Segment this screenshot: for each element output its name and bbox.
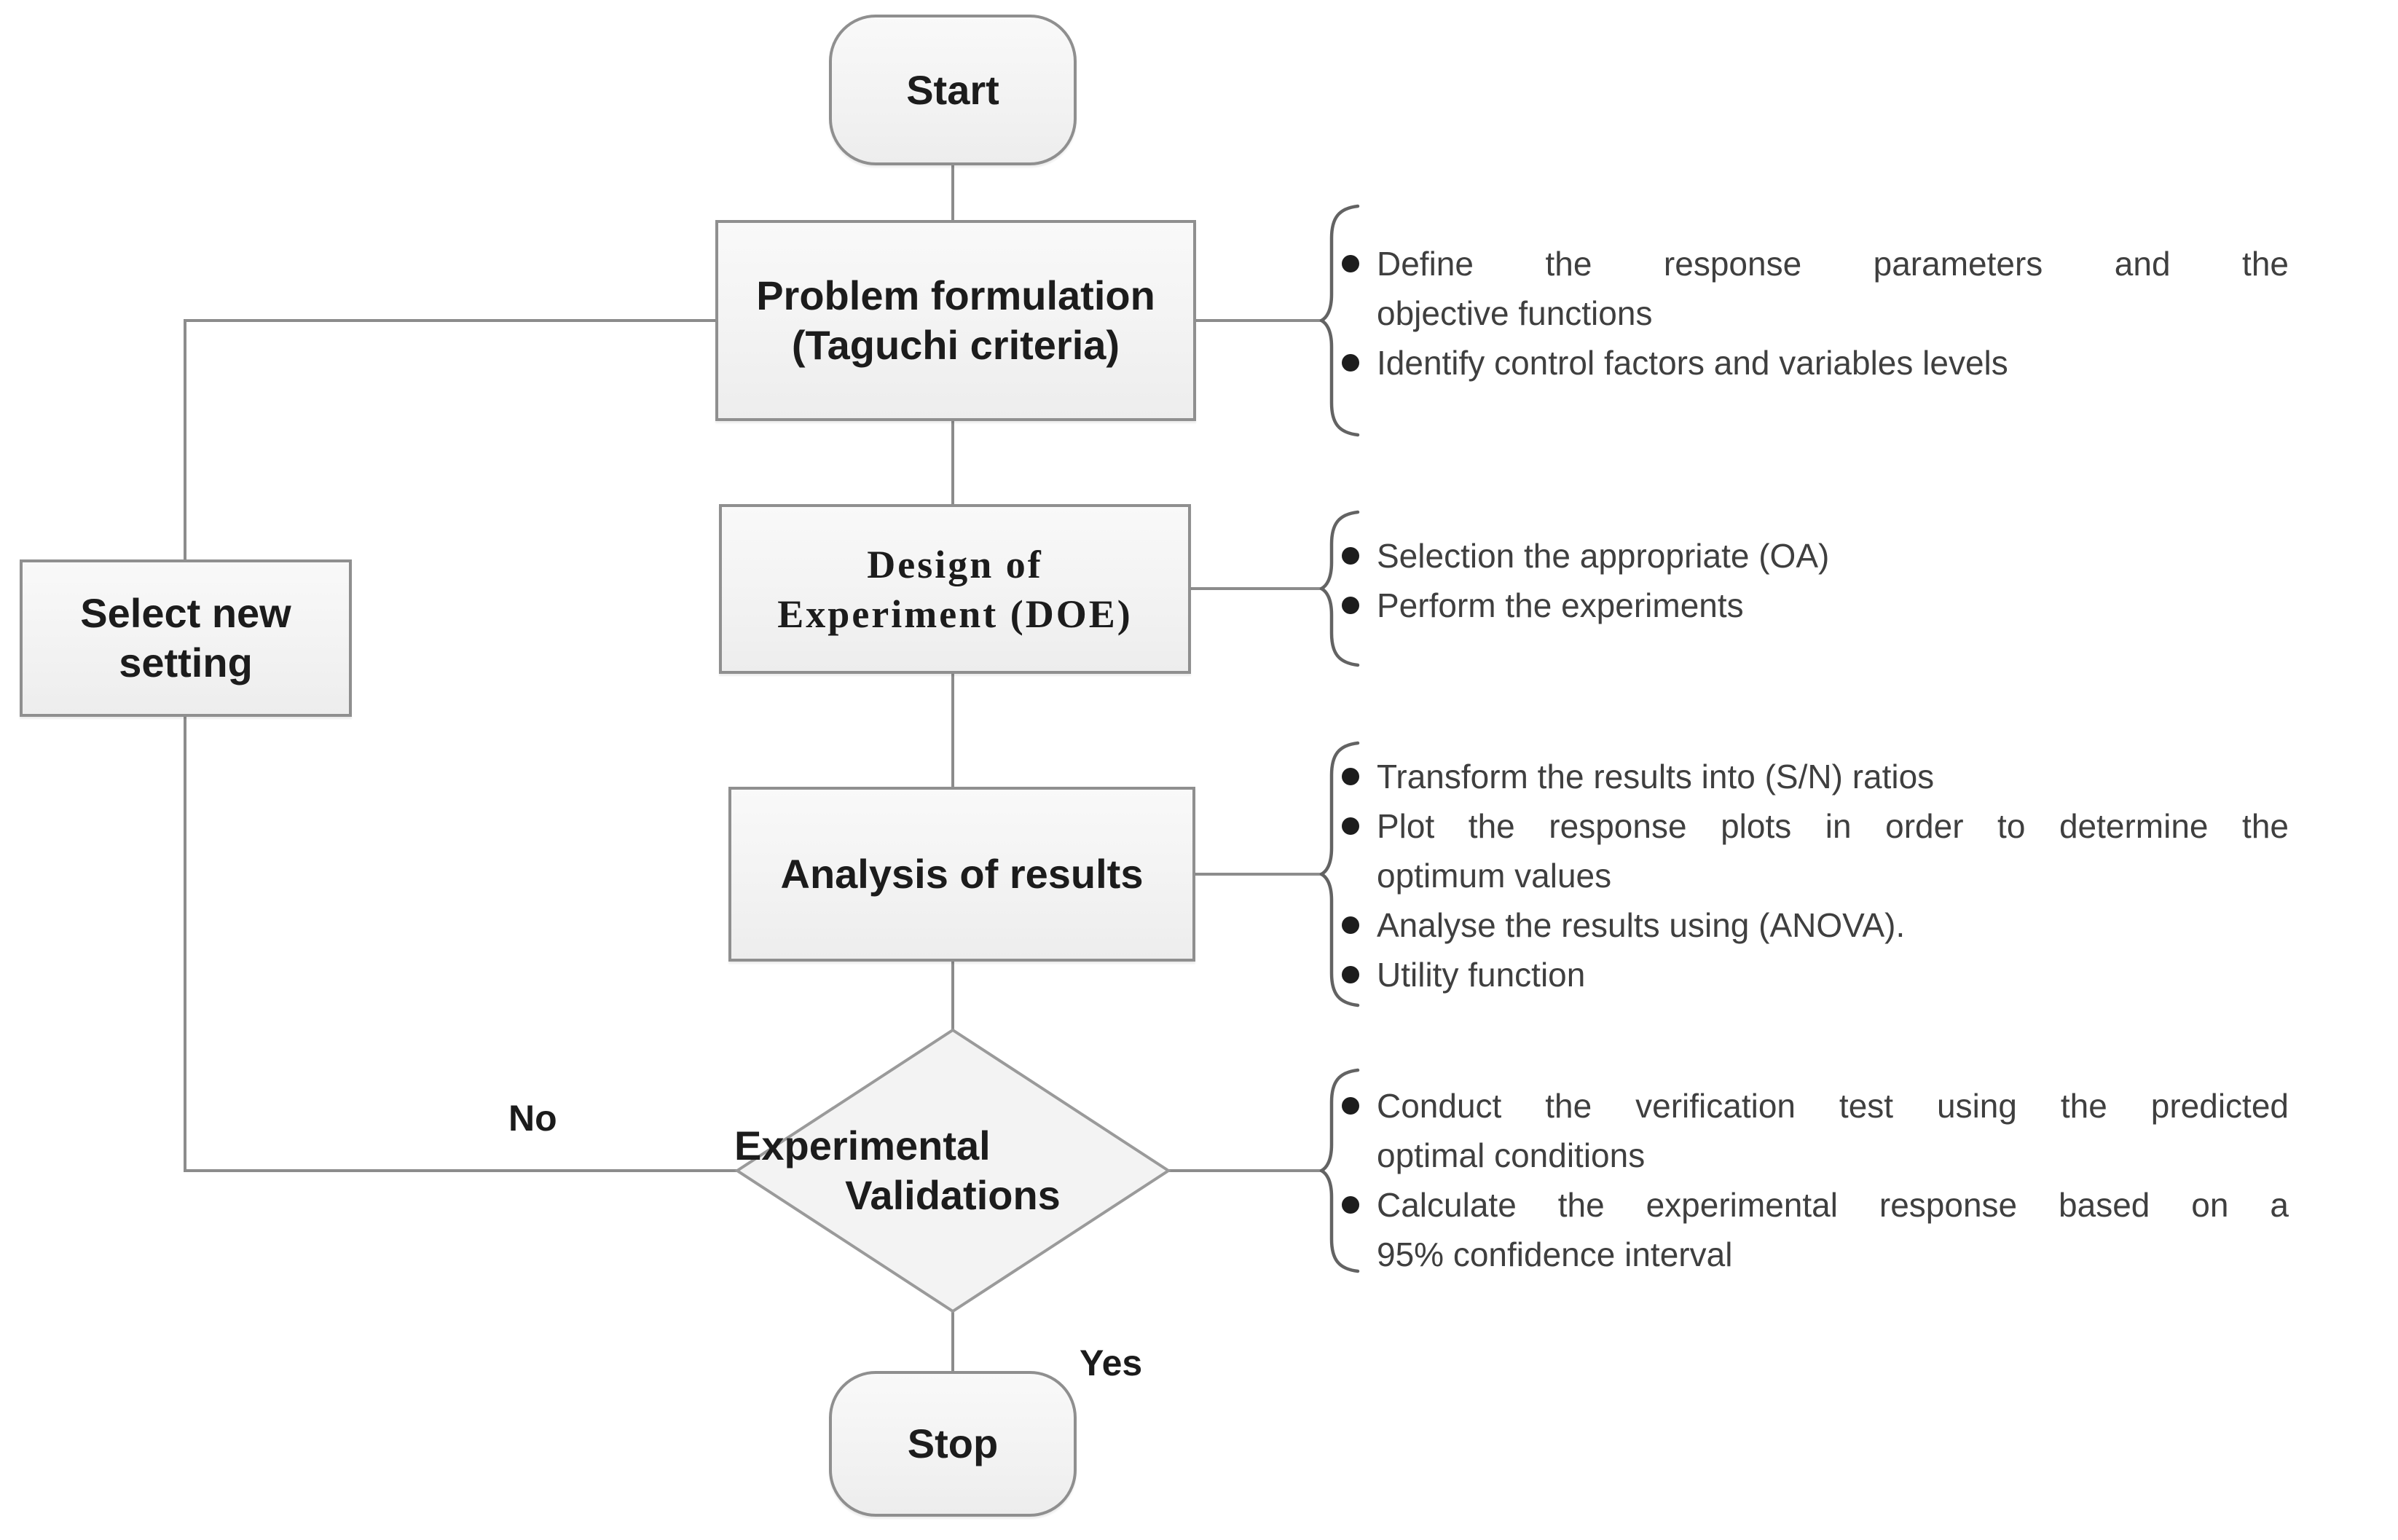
bullet-icon [1342, 817, 1359, 835]
node-select-new-setting-line2: setting [119, 640, 253, 685]
annotation-text-line: Transform the results into (S/N) ratios [1377, 758, 1935, 795]
bullet-icon [1342, 916, 1359, 934]
annotation-text-line: Define the response parameters and the [1377, 245, 2289, 283]
annotation-text-line: Perform the experiments [1377, 586, 1744, 624]
node-analysis-of-results-label: Analysis of results [780, 851, 1144, 897]
annotation-problem-formulation: Define the response parameters and the o… [1337, 239, 2289, 388]
node-design-of-experiment: Design of Experiment (DOE) [719, 504, 1191, 674]
annotation-bullet-item: Selection the appropriate (OA) [1337, 531, 2289, 581]
annotation-text-line: objective functions [1377, 294, 1653, 332]
annotation-bullet-item: Conduct the verification test using the … [1337, 1081, 2289, 1180]
node-design-of-experiment-line2: Experiment (DOE) [777, 592, 1133, 636]
brace-analysis [1319, 741, 1360, 1007]
node-experimental-validations-label: Experimental Validations [734, 1121, 1171, 1220]
node-problem-formulation: Problem formulation (Taguchi criteria) [715, 220, 1196, 421]
bullet-icon [1342, 354, 1359, 372]
annotation-text-line: optimum values [1377, 857, 1612, 895]
annotation-bullet-item: Define the response parameters and the o… [1337, 239, 2289, 338]
node-start: Start [829, 15, 1077, 165]
annotation-bullet-item: Plot the response plots in order to dete… [1337, 801, 2289, 900]
brace-problem [1319, 204, 1360, 437]
bullet-icon [1342, 597, 1359, 614]
node-analysis-of-results: Analysis of results [728, 787, 1195, 962]
node-design-of-experiment-line1: Design of [867, 542, 1043, 586]
annotation-text-line: Analyse the results using (ANOVA). [1377, 906, 1906, 944]
annotation-bullet-item: Identify control factors and variables l… [1337, 338, 2289, 388]
annotation-bullet-item: Analyse the results using (ANOVA). [1337, 900, 2289, 950]
annotation-text-line: Identify control factors and variables l… [1377, 344, 2008, 382]
decision-diamond-shape [734, 1028, 1171, 1313]
node-problem-formulation-line2: (Taguchi criteria) [791, 322, 1120, 368]
bullet-icon [1342, 768, 1359, 785]
edge-label-no: No [508, 1098, 557, 1139]
annotation-text-line: optimal conditions [1377, 1136, 1646, 1174]
annotation-bullet-item: Transform the results into (S/N) ratios [1337, 752, 2289, 801]
annotation-text-line: 95% confidence interval [1377, 1235, 1733, 1273]
bullet-icon [1342, 255, 1359, 272]
annotation-text-line: Utility function [1377, 956, 1586, 994]
node-select-new-setting-line1: Select new [80, 590, 291, 636]
node-start-label: Start [906, 66, 999, 113]
edge-feedback-loop [184, 319, 737, 1172]
edge-label-yes: Yes [1080, 1343, 1143, 1383]
annotation-bullet-item: Calculate the experimental response base… [1337, 1180, 2289, 1279]
annotation-text-line: Selection the appropriate (OA) [1377, 537, 1830, 575]
annotation-experimental-validations: Conduct the verification test using the … [1337, 1081, 2289, 1279]
annotation-text-line: Plot the response plots in order to dete… [1377, 807, 2289, 845]
bullet-icon [1342, 1097, 1359, 1115]
brace-doe [1319, 510, 1360, 667]
annotation-bullet-item: Perform the experiments [1337, 581, 2289, 630]
node-stop: Stop [829, 1371, 1077, 1517]
brace-validation [1319, 1068, 1360, 1273]
annotation-text-line: Calculate the experimental response base… [1377, 1186, 2289, 1224]
bullet-icon [1342, 966, 1359, 983]
annotation-analysis-of-results: Transform the results into (S/N) ratios … [1337, 752, 2289, 999]
bullet-icon [1342, 547, 1359, 565]
node-select-new-setting: Select new setting [20, 559, 352, 717]
node-stop-label: Stop [907, 1421, 999, 1466]
annotation-text-line: Conduct the verification test using the … [1377, 1087, 2289, 1125]
bullet-icon [1342, 1196, 1359, 1214]
node-problem-formulation-line1: Problem formulation [756, 272, 1155, 318]
annotation-bullet-item: Utility function [1337, 950, 2289, 999]
node-experimental-validations-line2: Validations [845, 1172, 1061, 1218]
annotation-design-of-experiment: Selection the appropriate (OA) Perform t… [1337, 531, 2289, 630]
node-experimental-validations-line1: Experimental [734, 1123, 991, 1168]
